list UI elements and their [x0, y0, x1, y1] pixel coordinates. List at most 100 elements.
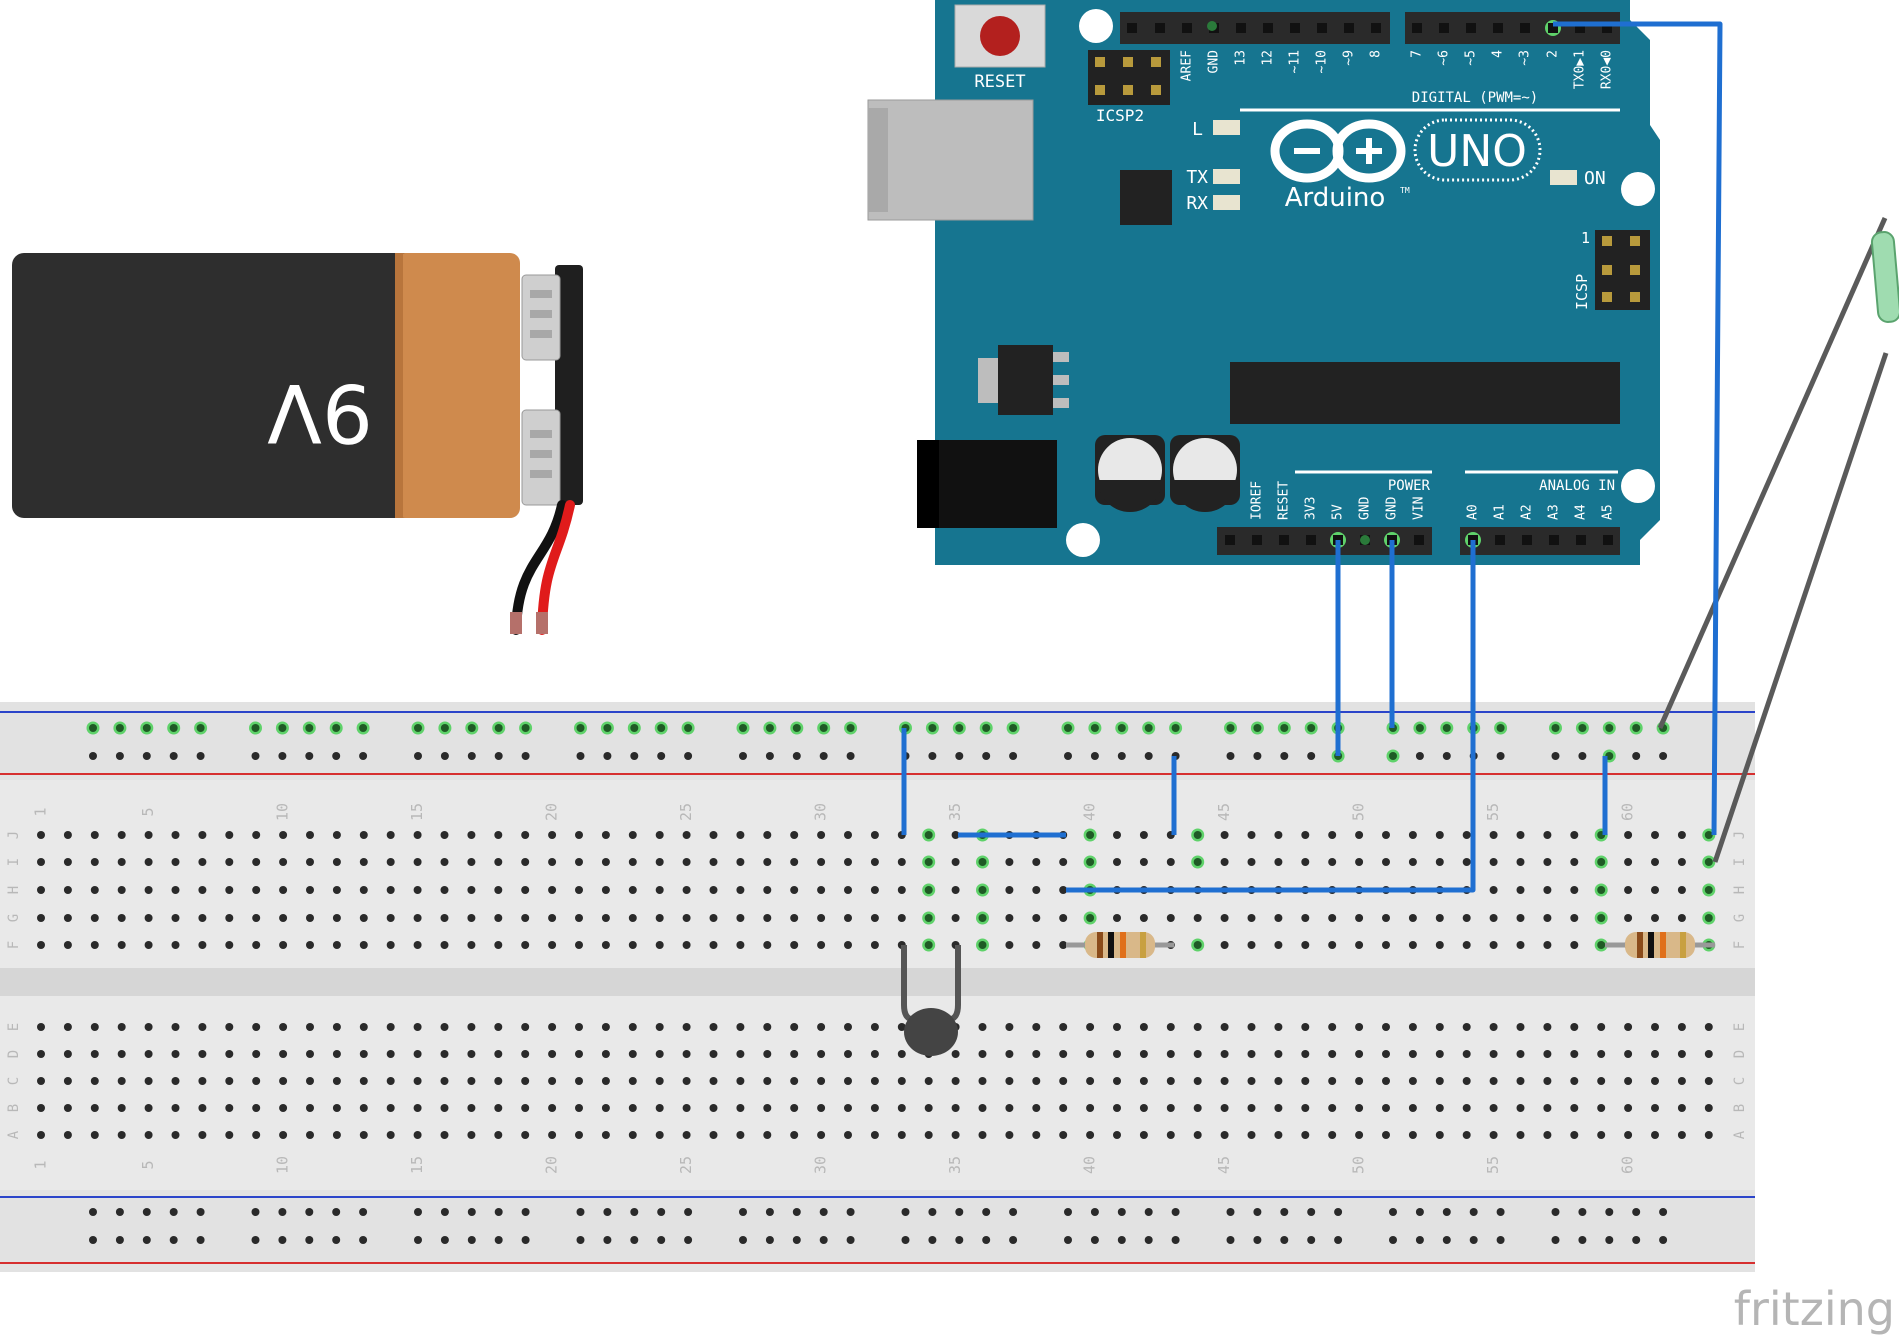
breadboard-hole	[682, 941, 691, 949]
usb-chip	[1120, 170, 1172, 225]
rail-hole	[169, 752, 178, 760]
breadboard-hole	[978, 1104, 987, 1112]
rail-hole	[1280, 752, 1289, 760]
breadboard-hole	[1086, 1131, 1095, 1139]
breadboard-hole	[1328, 1077, 1337, 1085]
breadboard-hole	[1328, 1023, 1337, 1031]
digital-pin-label: GND	[1207, 50, 1222, 74]
breadboard-hole	[601, 1050, 610, 1058]
breadboard-hole	[494, 1077, 503, 1085]
breadboard-hole	[601, 914, 610, 922]
breadboard-hole	[1408, 1104, 1417, 1112]
breadboard-hole	[1247, 1104, 1256, 1112]
rail-hole	[846, 724, 855, 732]
breadboard-hole	[1113, 1023, 1121, 1031]
rail-hole	[1578, 724, 1587, 732]
breadboard-hole	[386, 1131, 395, 1139]
rail-hole	[1578, 1236, 1587, 1244]
breadboard-hole	[1247, 831, 1256, 839]
rail-hole	[846, 752, 855, 760]
breadboard-hole	[844, 831, 852, 839]
breadboard-hole	[413, 1131, 422, 1139]
breadboard-hole	[1301, 831, 1310, 839]
breadboard-hole	[1247, 1023, 1256, 1031]
breadboard-hole	[413, 1050, 422, 1058]
header-pin	[1575, 23, 1585, 33]
breadboard-hole	[63, 1077, 72, 1085]
breadboard-hole	[413, 1077, 422, 1085]
column-label: 40	[1081, 803, 1099, 821]
breadboard-hole	[1704, 886, 1713, 894]
header-pin	[1279, 535, 1289, 545]
breadboard-hole	[279, 886, 288, 894]
breadboard-hole	[628, 914, 637, 922]
column-label: 60	[1619, 803, 1637, 821]
breadboard-hole	[1139, 1050, 1148, 1058]
header-pin	[1236, 23, 1246, 33]
rail-hole	[1551, 1208, 1560, 1216]
breadboard-hole	[1624, 858, 1633, 866]
breadboard-hole	[1516, 831, 1525, 839]
breadboard-hole	[440, 1023, 449, 1031]
breadboard-hole	[1059, 1023, 1068, 1031]
rail-hole	[901, 1208, 910, 1216]
power-pin-label: GND	[1385, 496, 1400, 520]
breadboard-hole	[306, 1077, 314, 1085]
breadboard-hole	[440, 941, 449, 949]
breadboard-hole	[90, 831, 99, 839]
breadboard-hole	[117, 1077, 126, 1085]
breadboard-hole	[1651, 858, 1659, 866]
breadboard-hole	[171, 1104, 180, 1112]
breadboard-hole	[279, 1131, 288, 1139]
breadboard-hole	[1086, 858, 1095, 866]
column-label: 30	[812, 803, 830, 821]
breadboard-hole	[413, 914, 422, 922]
breadboard-hole	[548, 1131, 557, 1139]
rail-hole	[1415, 752, 1424, 760]
rail-hole	[1551, 724, 1560, 732]
breadboard-hole	[1651, 1050, 1659, 1058]
breadboard-hole	[655, 1077, 664, 1085]
breadboard-hole	[1677, 1050, 1686, 1058]
breadboard-hole	[763, 858, 772, 866]
breadboard-hole	[1032, 1023, 1041, 1031]
breadboard-hole	[332, 1131, 341, 1139]
breadboard-hole	[736, 1104, 745, 1112]
breadboard-hole	[709, 886, 718, 894]
breadboard-hole	[252, 1104, 261, 1112]
header-pin	[1317, 23, 1327, 33]
breadboard-hole	[1139, 1077, 1148, 1085]
breadboard-hole	[90, 1131, 99, 1139]
digital-pin-label: ~10	[1315, 50, 1330, 73]
rail-hole	[1144, 1236, 1153, 1244]
breadboard-hole	[1570, 858, 1579, 866]
breadboard-hole	[736, 886, 745, 894]
digital-pin-label: 12	[1261, 50, 1276, 66]
breadboard-hole	[198, 1131, 207, 1139]
breadboard-hole	[144, 1050, 153, 1058]
breadboard-hole	[1543, 858, 1552, 866]
breadboard-hole	[682, 1050, 691, 1058]
center-channel	[0, 968, 1755, 996]
row-label: E	[6, 1023, 22, 1031]
breadboard-hole	[1005, 1050, 1014, 1058]
breadboard-hole	[521, 858, 530, 866]
breadboard-hole	[1408, 914, 1417, 922]
breadboard-hole	[440, 1077, 449, 1085]
rail-hole	[819, 752, 828, 760]
breadboard-hole	[1274, 831, 1283, 839]
breadboard-hole	[1355, 1023, 1364, 1031]
rail-hole	[739, 1208, 747, 1216]
breadboard-hole	[736, 858, 745, 866]
breadboard-hole	[870, 1131, 879, 1139]
breadboard-hole	[359, 1023, 368, 1031]
breadboard-hole	[1570, 831, 1579, 839]
rail-hole	[901, 1236, 910, 1244]
breadboard-hole	[1704, 1131, 1713, 1139]
breadboard-hole	[467, 831, 476, 839]
breadboard-hole	[1139, 858, 1148, 866]
breadboard-hole	[37, 1023, 45, 1031]
breadboard-hole	[1166, 1023, 1175, 1031]
breadboard-hole	[1677, 886, 1686, 894]
